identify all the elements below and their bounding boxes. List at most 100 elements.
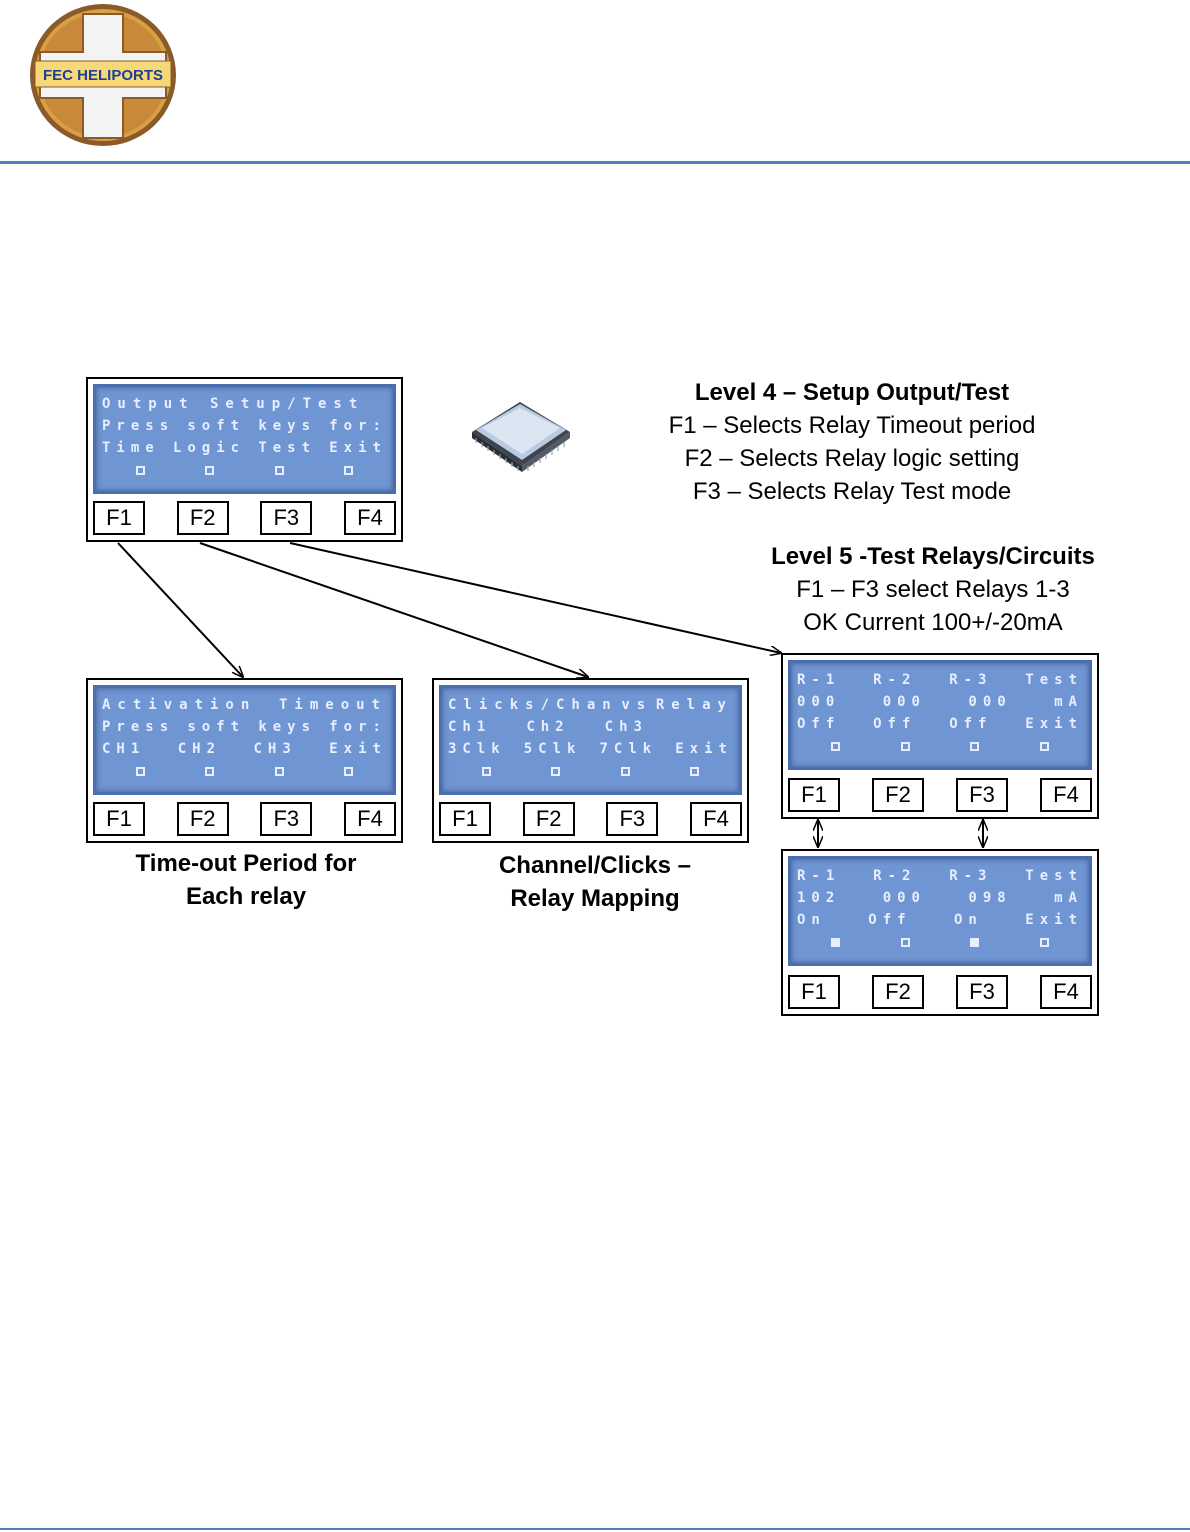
lcd-text: Exit [1025,912,1083,928]
indicator-row [448,760,733,782]
lcd-text: R-1 [797,868,841,884]
lcd-text: keys [258,418,317,434]
lcd-row: Output Setup/Test [102,393,387,415]
lcd-text: Ch1 [448,719,492,735]
lcd-text: Exit [329,741,387,757]
lcd-row: Activation Timeout [102,694,387,716]
panel-output-setup: Output Setup/Test Press soft keys for: T… [86,377,403,542]
indicator-box [620,766,630,776]
lcd-text: Exit [329,440,387,456]
lcd-text: Off [868,912,912,928]
level4-line: F3 – Selects Relay Test mode [692,478,1012,505]
lcd-row: Ch1 Ch2 Ch3 [448,716,733,738]
f1-key[interactable]: F1 [93,802,145,836]
indicator-box [831,741,841,751]
lcd-text: Press [102,719,175,735]
f3-key[interactable]: F3 [260,802,313,836]
indicator-box [1039,741,1049,751]
f1-key[interactable]: F1 [788,778,840,812]
panel-relay-test-on: R-1 R-2 R-3 Test 102 000 098 mA On Off O… [781,849,1099,1016]
caption-line: Relay Mapping [510,885,680,912]
lcd-row: Press soft keys for: [102,716,387,738]
indicator-box [136,766,146,776]
indicator-box [205,766,215,776]
indicator-box [551,766,561,776]
f3-key[interactable]: F3 [956,778,1008,812]
lcd-screen: Clicks/Chan vs Relay Ch1 Ch2 Ch3 3Clk 5C… [439,685,742,795]
indicator-box [689,766,699,776]
level5-title: Level 5 -Test Relays/Circuits [771,543,1095,570]
arrow-f1-to-timeout [117,542,243,677]
indicator-box [1039,937,1049,947]
fec-heliports-logo: FEC HELIPORTS [30,4,176,146]
f1-key[interactable]: F1 [788,975,840,1009]
caption-timeout: Time-out Period for Each relay [86,847,406,913]
indicator-row [797,735,1083,757]
header-rule [0,161,1190,164]
lcd-row: On Off On Exit [797,909,1083,931]
footer-rule [0,1528,1190,1530]
lcd-text: 3Clk [448,741,506,757]
indicator-box [274,465,284,475]
f2-key[interactable]: F2 [176,802,229,836]
level5-line: OK Current 100+/-20mA [803,609,1063,636]
lcd-text: On [954,912,983,928]
lcd-row: CH1 CH2 CH3 Exit [102,738,387,760]
f4-key[interactable]: F4 [343,501,396,535]
panel-channel-mapping: Clicks/Chan vs Relay Ch1 Ch2 Ch3 3Clk 5C… [432,678,749,843]
caption-line: Channel/Clicks – [498,852,692,879]
f4-key[interactable]: F4 [689,802,742,836]
f2-key[interactable]: F2 [176,501,229,535]
lcd-text: Ch3 [604,719,648,735]
lcd-text: vs [621,697,653,713]
indicator-box [482,766,492,776]
f1-key[interactable]: F1 [439,802,491,836]
indicator-box [205,465,215,475]
lcd-text: Test [1025,868,1083,884]
indicator-box [136,465,146,475]
f1-key[interactable]: F1 [93,501,145,535]
lcd-text: CH1 [102,741,146,757]
lcd-text: for: [329,418,387,434]
lcd-text: Timeout [278,697,387,713]
function-key-row: F1 F2 F3 F4 [788,975,1092,1009]
panel-relay-test-off: R-1 R-2 R-3 Test 000 000 000 mA Off Off … [781,653,1099,819]
lcd-text: Logic [172,440,246,456]
indicator-row [102,760,387,782]
lcd-text: 098 [968,890,1012,906]
lcd-text: Relay [655,697,733,713]
arrow-f3-to-test [289,542,781,653]
function-key-row: F1 F2 F3 F4 [439,802,742,836]
caption-line: Time-out Period for [135,850,357,877]
lcd-row: R-1 R-2 R-3 Test [797,669,1083,691]
f3-key[interactable]: F3 [956,975,1008,1009]
f4-key[interactable]: F4 [343,802,396,836]
indicator-box [900,937,910,947]
f2-key[interactable]: F2 [872,975,924,1009]
lcd-text: 102 [797,890,841,906]
f4-key[interactable]: F4 [1040,778,1092,812]
f2-key[interactable]: F2 [522,802,575,836]
lcd-text: CH3 [253,741,297,757]
lcd-text: R-2 [873,672,917,688]
indicator-box [343,766,353,776]
indicator-box [900,741,910,751]
arrow-f2-to-mapping [199,542,588,677]
lcd-text: R-2 [873,868,917,884]
lcd-row: Clicks/Chan vs Relay [448,694,733,716]
lcd-text: Clicks/Chan [448,697,618,713]
f3-key[interactable]: F3 [260,501,313,535]
lcd-row: R-1 R-2 R-3 Test [797,865,1083,887]
caption-line: Each relay [185,883,307,910]
f4-key[interactable]: F4 [1040,975,1092,1009]
lcd-row: 3Clk 5Clk 7Clk Exit [448,738,733,760]
lcd-text: 000 [882,694,926,710]
lcd-text: 000 [882,890,926,906]
lcd-screen: R-1 R-2 R-3 Test 000 000 000 mA Off Off … [788,660,1092,770]
lcd-text: 7Clk [599,741,658,757]
f2-key[interactable]: F2 [872,778,924,812]
lcd-text: keys [258,719,317,735]
f3-key[interactable]: F3 [606,802,659,836]
level4-title: Level 4 – Setup Output/Test [694,379,1010,406]
